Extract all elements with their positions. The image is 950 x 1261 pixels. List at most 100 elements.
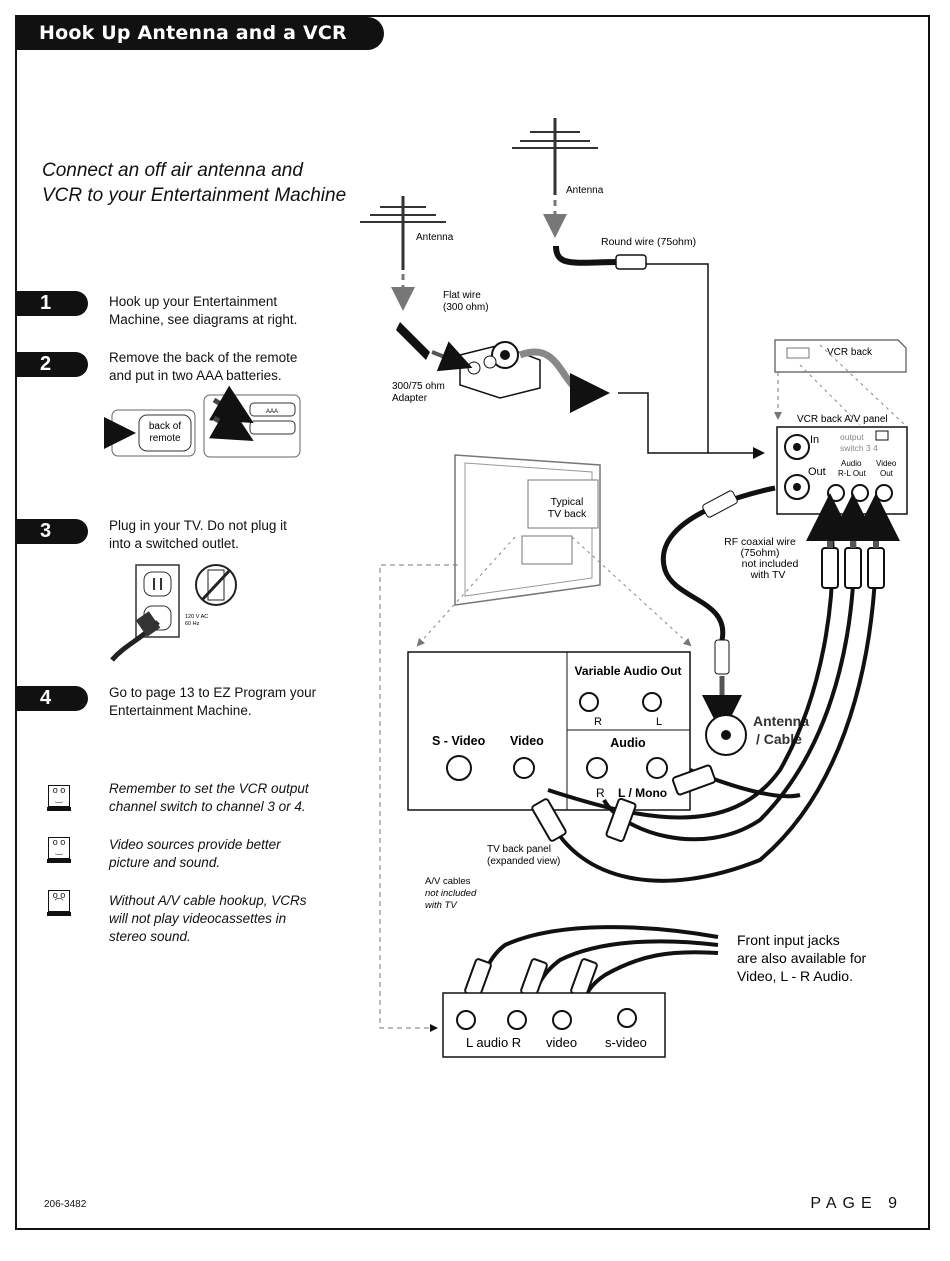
page-frame	[15, 15, 930, 1230]
remote-label-line-1: back of	[149, 421, 181, 432]
document-code: 206-3482	[44, 1199, 87, 1210]
note-3: Without A/V cable hookup, VCRs will not …	[109, 892, 329, 946]
happy-face-icon: o o‿	[47, 785, 71, 811]
audio-r-out-jack	[827, 484, 845, 502]
round-wire-label: Round wire (75ohm)	[601, 236, 696, 248]
antenna-cable-line-1: Antenna	[753, 713, 809, 729]
front-video-label: video	[546, 1035, 577, 1050]
step-4-line-1: Go to page 13 to EZ Program your	[109, 685, 317, 700]
outlet-illustration: 120 V AC 60 Hz	[110, 564, 237, 662]
battery-icon	[249, 420, 296, 435]
note-3-line-2: will not play videocassettes in	[109, 911, 287, 926]
flat-wire-line-2: (300 ohm)	[443, 302, 489, 313]
front-jacks-line-1: Front input jacks	[737, 932, 840, 948]
remote-illustration: back of remote AAA	[104, 385, 301, 458]
vcr-back-label: VCR back	[827, 347, 873, 358]
tv-back-panel-line-2: (expanded view)	[487, 856, 560, 867]
output-switch-line-1: output	[840, 432, 864, 442]
page-title: Hook Up Antenna and a VCR	[17, 17, 384, 50]
battery-label: AAA	[266, 409, 278, 415]
variable-audio-out-label: Variable Audio Out	[575, 664, 682, 678]
tv-back-panel	[407, 651, 691, 811]
step-4-text: Go to page 13 to EZ Program your Enterta…	[109, 684, 324, 720]
video-label: Video	[510, 734, 544, 748]
adapter-line-1: 300/75 ohm	[392, 381, 445, 392]
rf-wire-line-2: (75ohm)	[740, 547, 779, 559]
av-cables-line-1: A/V cables	[425, 876, 471, 887]
outlet-frequency: 60 Hz	[185, 621, 200, 627]
step-3-line-2: into a switched outlet.	[109, 536, 239, 551]
subtitle-line-2: VCR to your Entertainment Machine	[42, 185, 347, 206]
av-cables-line-2: not included	[425, 888, 477, 899]
step-1-line-2: Machine, see diagrams at right.	[109, 312, 298, 327]
var-r-label: R	[594, 716, 602, 728]
note-2-line-1: Video sources provide better	[109, 837, 281, 852]
antenna-icon	[512, 118, 598, 238]
s-video-label: S - Video	[432, 734, 486, 748]
av-cables-line-3: with TV	[425, 900, 458, 911]
antenna-icon	[360, 196, 446, 311]
vcr-audio-label: Audio	[841, 459, 862, 468]
note-1-line-1: Remember to set the VCR output	[109, 781, 309, 796]
step-1-text: Hook up your Entertainment Machine, see …	[109, 293, 324, 329]
subtitle-line-1: Connect an off air antenna and	[42, 160, 303, 181]
outlet-voltage: 120 V AC	[185, 614, 208, 620]
remote-label-line-2: remote	[149, 433, 181, 444]
step-3-line-1: Plug in your TV. Do not plug it	[109, 518, 287, 533]
front-s-video-jack	[617, 1008, 637, 1028]
tv-back-panel-line-1: TV back panel	[487, 844, 551, 855]
audio-l-jack	[646, 757, 668, 779]
vcr-in-label: In	[810, 434, 819, 446]
page-number: PAGE 9	[810, 1195, 903, 1212]
video-out-jack	[875, 484, 893, 502]
step-4-line-2: Entertainment Machine.	[109, 703, 252, 718]
typical-tv-line-2: TV back	[548, 508, 587, 520]
var-audio-r-jack	[579, 692, 599, 712]
front-video-jack	[552, 1010, 572, 1030]
video-jack	[513, 757, 535, 779]
rf-wire-line-1: RF coaxial wire	[724, 536, 796, 548]
step-2-text: Remove the back of the remote and put in…	[109, 349, 324, 385]
happy-face-icon: o o‿	[47, 837, 71, 863]
front-s-video-label: s-video	[605, 1035, 647, 1050]
adapter-line-2: Adapter	[392, 393, 428, 404]
sad-face-icon: o o⌒	[47, 890, 71, 916]
step-2-line-1: Remove the back of the remote	[109, 350, 298, 365]
var-l-label: L	[656, 716, 662, 728]
section-subtitle: Connect an off air antenna and VCR to yo…	[42, 158, 362, 208]
adapter-icon	[396, 322, 610, 413]
top-antenna-label: Antenna	[566, 185, 604, 196]
s-video-jack	[446, 755, 472, 781]
vcr-panel-label: VCR back A/V panel	[797, 414, 888, 425]
output-switch-line-2: switch 3 4	[840, 443, 878, 453]
note-2: Video sources provide better picture and…	[109, 836, 329, 872]
vcr-rl-out-label: R-L Out	[838, 469, 866, 478]
front-audio-l-jack	[456, 1010, 476, 1030]
note-2-line-2: picture and sound.	[109, 855, 221, 870]
step-1-badge: 1	[17, 291, 88, 316]
rf-wire-line-3: not included	[742, 558, 799, 570]
step-2-badge: 2	[17, 352, 88, 377]
rf-wire-line-4: with TV	[750, 569, 786, 581]
step-2-line-2: and put in two AAA batteries.	[109, 368, 282, 383]
note-3-line-3: stereo sound.	[109, 929, 191, 944]
left-antenna-label: Antenna	[416, 232, 454, 243]
vcr-video-label: Video	[876, 459, 897, 468]
front-jacks-line-2: are also available for	[737, 950, 867, 966]
note-1-line-2: channel switch to channel 3 or 4.	[109, 799, 306, 814]
vcr-icon	[774, 339, 907, 373]
flat-wire-line-1: Flat wire	[443, 290, 481, 301]
front-audio-r-jack	[507, 1010, 527, 1030]
typical-tv-line-1: Typical	[551, 496, 584, 508]
output-switch	[875, 430, 889, 441]
tv-icon	[454, 454, 601, 606]
antenna-cable-line-2: / Cable	[756, 731, 802, 747]
front-jacks-line-3: Video, L - R Audio.	[737, 968, 853, 984]
audio-l-mono-label: L / Mono	[618, 786, 667, 800]
vcr-out-label-2: Out	[880, 469, 894, 478]
front-l-audio-r-label: L audio R	[466, 1035, 521, 1050]
step-3-text: Plug in your TV. Do not plug it into a s…	[109, 517, 324, 553]
var-audio-l-jack	[642, 692, 662, 712]
note-1: Remember to set the VCR output channel s…	[109, 780, 329, 816]
